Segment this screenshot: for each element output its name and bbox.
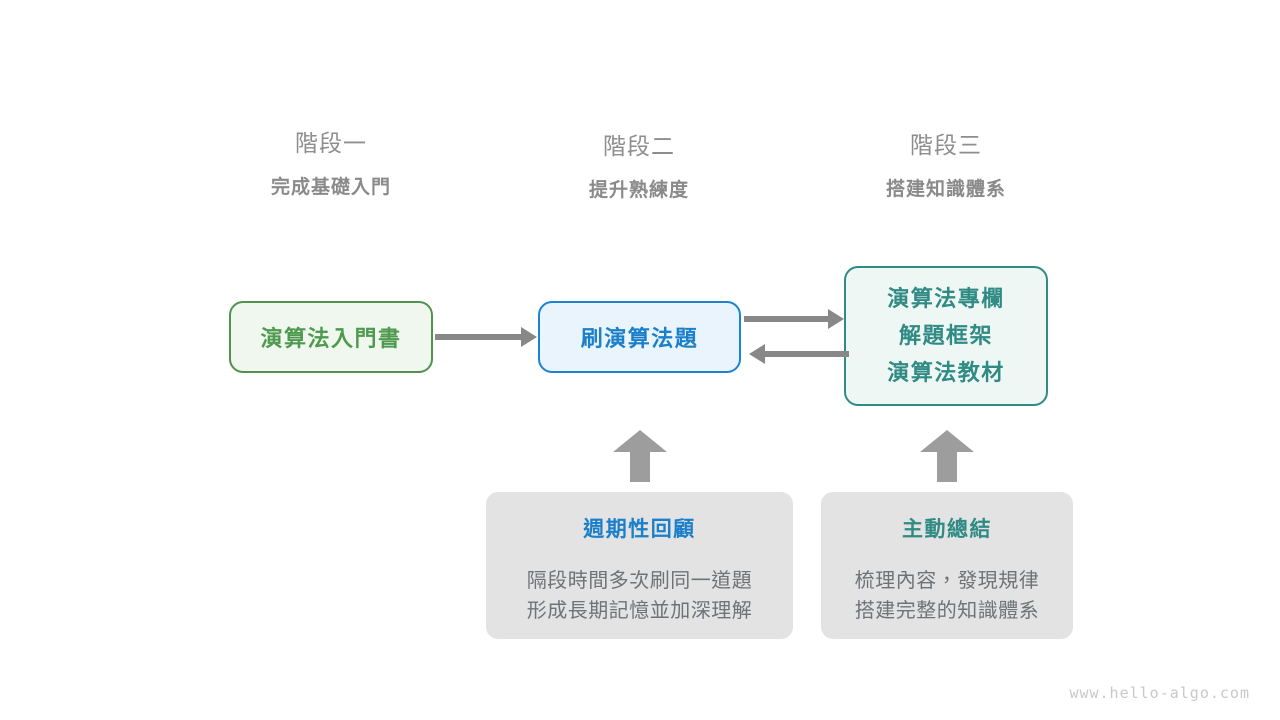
note-review-body-line-2: 形成長期記憶並加深理解 bbox=[526, 600, 753, 622]
flow-box-knowledge-line-3: 演算法教材 bbox=[887, 360, 1005, 385]
arrow-up-head-summary bbox=[920, 430, 974, 452]
flow-box-knowledge-line-2: 解題框架 bbox=[898, 323, 993, 348]
stage-1-goal: 完成基礎入門 bbox=[270, 177, 391, 198]
arrow-up-shaft-summary bbox=[937, 450, 957, 482]
flow-box-book-label: 演算法入門書 bbox=[260, 326, 402, 351]
stage-2-goal: 提升熟練度 bbox=[588, 180, 689, 201]
flow-box-knowledge: 演算法專欄 解題框架 演算法教材 bbox=[844, 266, 1048, 406]
note-card-review: 週期性回顧 隔段時間多次刷同一道題 形成長期記憶並加深理解 bbox=[486, 492, 793, 639]
arrow-left-icon-knowledge-to-practice bbox=[749, 344, 849, 364]
stage-header-2: 階段二 提升熟練度 bbox=[509, 131, 769, 205]
watermark: www.hello-algo.com bbox=[1069, 684, 1250, 702]
note-summary-body-line-2: 搭建完整的知識體系 bbox=[854, 600, 1040, 622]
note-review-body: 隔段時間多次刷同一道題 形成長期記憶並加深理解 bbox=[527, 566, 753, 626]
arrow-up-head-review bbox=[613, 430, 667, 452]
stage-2-name: 階段二 bbox=[603, 133, 675, 159]
stage-3-goal: 搭建知識體系 bbox=[885, 179, 1006, 200]
arrow-up-shaft-review bbox=[630, 450, 650, 482]
note-summary-body-line-1: 梳理內容，發現規律 bbox=[854, 570, 1040, 592]
stage-header-3: 階段三 搭建知識體系 bbox=[816, 130, 1076, 204]
note-card-summary: 主動總結 梳理內容，發現規律 搭建完整的知識體系 bbox=[821, 492, 1073, 639]
stage-3-name: 階段三 bbox=[910, 132, 982, 158]
arrow-up-icon-summary bbox=[920, 430, 974, 482]
arrow-right-icon-practice-to-knowledge bbox=[744, 309, 844, 329]
flow-box-practice: 刷演算法題 bbox=[538, 301, 741, 373]
stage-1-name: 階段一 bbox=[295, 130, 367, 156]
note-summary-title: 主動總結 bbox=[902, 518, 992, 541]
note-review-title: 週期性回顧 bbox=[583, 518, 696, 541]
flow-box-knowledge-line-1: 演算法專欄 bbox=[887, 286, 1005, 311]
arrow-up-icon-review bbox=[613, 430, 667, 482]
stage-header-1: 階段一 完成基礎入門 bbox=[201, 128, 461, 202]
flow-box-book: 演算法入門書 bbox=[229, 301, 433, 373]
flow-box-practice-label: 刷演算法題 bbox=[580, 326, 699, 351]
note-review-body-line-1: 隔段時間多次刷同一道題 bbox=[526, 570, 753, 592]
arrow-right-icon-book-to-practice bbox=[435, 327, 537, 347]
note-summary-body: 梳理內容，發現規律 搭建完整的知識體系 bbox=[855, 566, 1040, 626]
